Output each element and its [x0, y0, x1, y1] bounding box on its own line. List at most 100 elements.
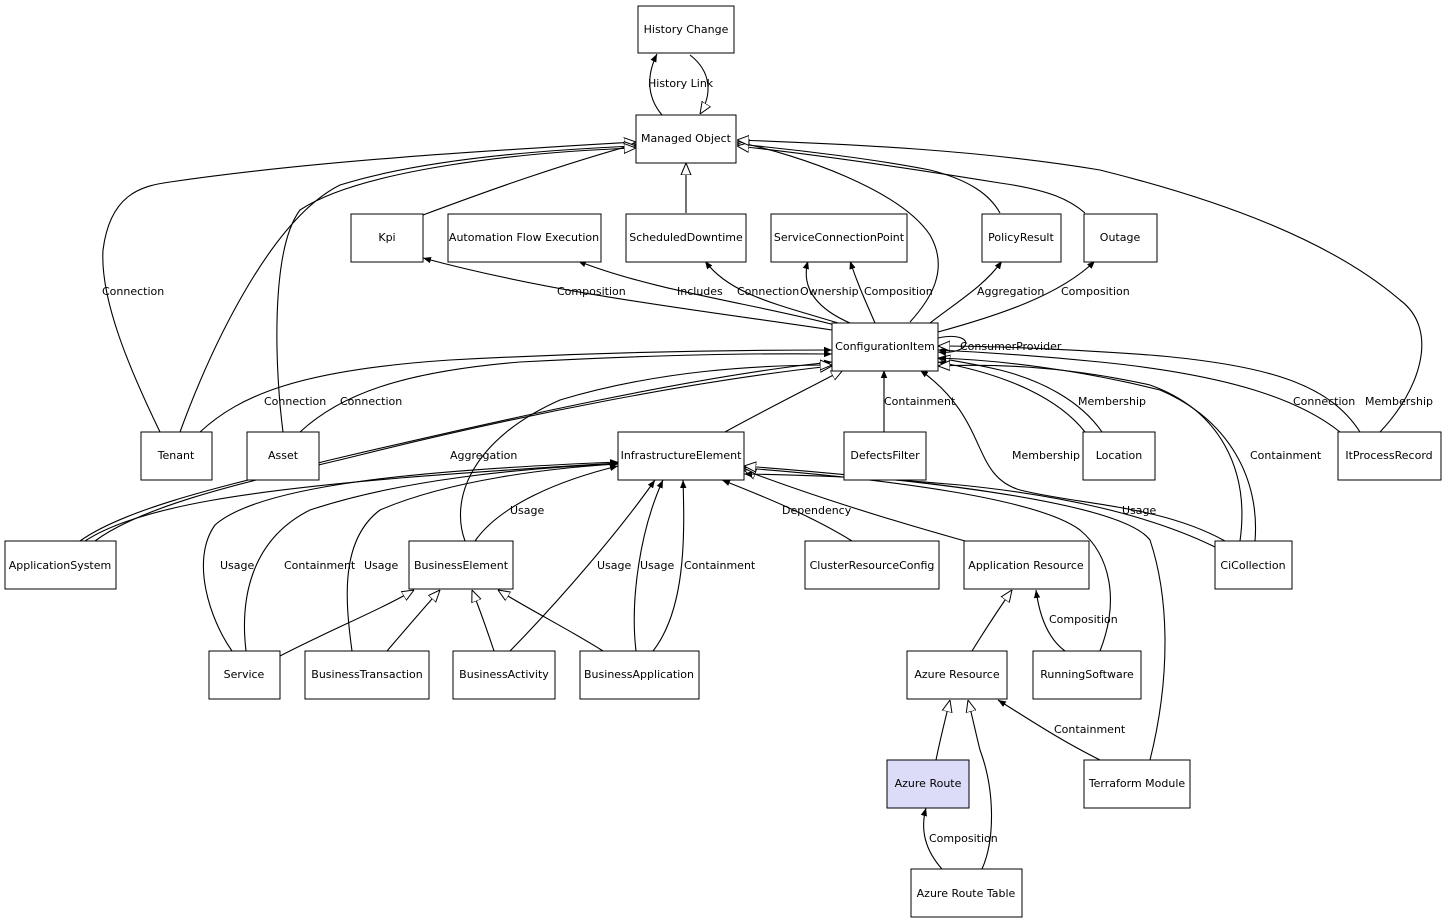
edge-location-to-ci — [938, 358, 1103, 433]
node-automation-flow-execution[interactable]: Automation Flow Execution — [447, 213, 602, 263]
node-service-connection-point[interactable]: ServiceConnectionPoint — [770, 213, 908, 263]
node-asset[interactable]: Asset — [246, 431, 320, 481]
node-it-process-record-label: ItProcessRecord — [1345, 449, 1432, 462]
node-configuration-item-label: ConfigurationItem — [835, 340, 935, 353]
label-history-link: History Link — [648, 77, 714, 90]
edge-business-to-ci — [459, 365, 832, 542]
node-location-label: Location — [1096, 449, 1143, 462]
edge-ci-scp-composition — [849, 260, 876, 324]
node-ci-collection[interactable]: CiCollection — [1214, 540, 1293, 590]
node-terraform-module[interactable]: Terraform Module — [1083, 759, 1191, 809]
node-outage[interactable]: Outage — [1083, 213, 1158, 263]
label-asset-ci-connection: Connection — [340, 395, 402, 408]
edge-cicollection-ci-membership — [938, 365, 1243, 542]
edge-ci-to-managed — [737, 142, 939, 323]
node-application-system[interactable]: ApplicationSystem — [4, 540, 117, 590]
node-business-activity-label: BusinessActivity — [459, 668, 549, 681]
edge-ci-automation-includes — [577, 260, 836, 326]
node-defects-filter[interactable]: DefectsFilter — [843, 431, 927, 481]
node-business-application[interactable]: BusinessApplication — [579, 650, 700, 700]
node-business-transaction[interactable]: BusinessTransaction — [304, 650, 430, 700]
node-outage-label: Outage — [1100, 231, 1141, 244]
edge-history-link — [649, 53, 708, 116]
label-terraform-containment: Containment — [1054, 723, 1126, 736]
node-cluster-resource-config-label: ClusterResourceConfig — [810, 559, 935, 572]
node-azure-resource[interactable]: Azure Resource — [906, 650, 1008, 700]
node-azure-route-table-label: Azure Route Table — [917, 887, 1016, 900]
edge-cluster-infra-dependency — [721, 479, 853, 542]
node-application-resource[interactable]: Application Resource — [963, 540, 1090, 590]
edge-itprocess-to-managed — [737, 140, 1423, 433]
label-service-usage: Usage — [220, 559, 255, 572]
node-terraform-module-label: Terraform Module — [1088, 777, 1186, 790]
node-managed-object-label: Managed Object — [641, 132, 732, 145]
label-business-usage: Usage — [510, 504, 545, 517]
label-running-composition: Composition — [1049, 613, 1118, 626]
node-running-software-label: RunningSoftware — [1040, 668, 1134, 681]
edge-tenant-ci-connection — [199, 346, 833, 433]
node-kpi[interactable]: Kpi — [350, 213, 424, 263]
label-scheduled-connection: Connection — [737, 285, 799, 298]
edge-itprocess-ci-connection — [937, 347, 1341, 433]
label-cicollection-usage: Usage — [1122, 504, 1157, 517]
node-kpi-label: Kpi — [378, 231, 395, 244]
label-consumer-provider: ConsumerProvider — [960, 340, 1062, 353]
edge-ci-policy-aggregation — [929, 260, 1003, 324]
edge-ci-scheduled-connection — [704, 260, 839, 324]
node-business-transaction-label: BusinessTransaction — [311, 668, 422, 681]
edge-azure-to-appresource — [971, 590, 1012, 652]
edge-running-appresource-composition — [1033, 589, 1066, 652]
edge-asset-ci-connection — [299, 350, 833, 433]
label-outage-composition: Composition — [1061, 285, 1130, 298]
edge-activity-infra-usage — [509, 479, 656, 652]
edge-appsystem-to-infra — [84, 460, 619, 542]
edge-service-infra-usage — [202, 459, 619, 652]
node-tenant-label: Tenant — [157, 449, 195, 462]
node-application-system-label: ApplicationSystem — [9, 559, 111, 572]
edge-kpi-to-managed — [422, 144, 636, 216]
edge-appsystem-ci-aggregation — [79, 359, 833, 542]
edge-service-infra-containment — [243, 461, 619, 652]
edge-policy-to-managed — [737, 144, 1001, 214]
edge-business-to-infra-usage — [474, 464, 619, 542]
node-history-change[interactable]: History Change — [637, 5, 735, 54]
edge-ci-self-consumer — [937, 335, 967, 356]
node-infrastructure-element-label: InfrastructureElement — [621, 449, 742, 462]
node-automation-flow-execution-label: Automation Flow Execution — [449, 231, 599, 244]
node-business-activity[interactable]: BusinessActivity — [452, 650, 556, 700]
label-itprocess-membership: Membership — [1365, 395, 1433, 408]
node-service[interactable]: Service — [208, 650, 281, 700]
edge-infra-to-ci — [724, 370, 843, 433]
edge-transaction-infra-usage — [346, 461, 619, 652]
edge-tenant-to-managed — [102, 142, 636, 433]
node-service-connection-point-label: ServiceConnectionPoint — [774, 231, 905, 244]
node-configuration-item[interactable]: ConfigurationItem — [831, 322, 939, 372]
node-scheduled-downtime[interactable]: ScheduledDowntime — [625, 213, 747, 263]
node-azure-route-table[interactable]: Azure Route Table — [910, 868, 1023, 918]
label-tenant-ci-connection: Connection — [264, 395, 326, 408]
label-route-composition: Composition — [929, 832, 998, 845]
node-defects-filter-label: DefectsFilter — [850, 449, 920, 462]
node-infrastructure-element[interactable]: InfrastructureElement — [617, 431, 745, 481]
node-business-element[interactable]: BusinessElement — [408, 540, 514, 590]
edge-routetable-to-azure — [968, 700, 993, 870]
edge-application-to-business — [498, 590, 604, 652]
node-running-software[interactable]: RunningSoftware — [1032, 650, 1142, 700]
node-azure-route[interactable]: Azure Route — [886, 759, 970, 809]
edge-ci-kpi-composition — [422, 256, 833, 331]
edge-itprocess-ci-membership — [938, 346, 1361, 433]
node-it-process-record[interactable]: ItProcessRecord — [1337, 431, 1442, 481]
node-policy-result[interactable]: PolicyResult — [981, 213, 1062, 263]
edge-routetable-route-composition — [920, 807, 943, 870]
node-application-resource-label: Application Resource — [968, 559, 1084, 572]
label-activity-usage: Usage — [597, 559, 632, 572]
edge-cicollection-infra-usage — [743, 470, 1216, 548]
node-location[interactable]: Location — [1082, 431, 1156, 481]
node-managed-object[interactable]: Managed Object — [635, 114, 737, 164]
node-cluster-resource-config[interactable]: ClusterResourceConfig — [804, 540, 940, 590]
node-tenant[interactable]: Tenant — [140, 431, 213, 481]
label-application-containment: Containment — [684, 559, 756, 572]
edge-terraform-azure-containment — [997, 699, 1101, 761]
edge-asset-to-managed — [276, 148, 636, 433]
